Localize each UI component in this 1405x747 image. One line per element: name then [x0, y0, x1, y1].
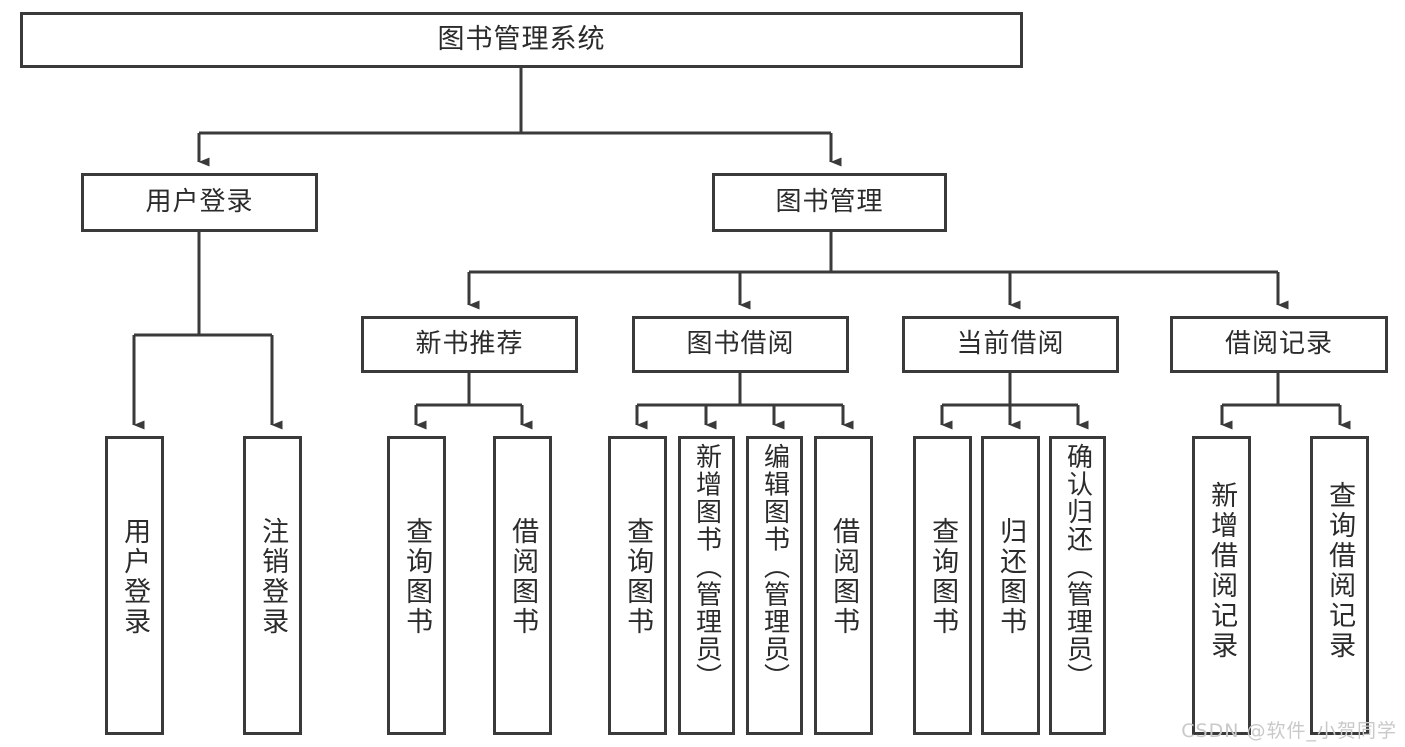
node-borrow-record[interactable]: 借阅记录 [1170, 316, 1388, 373]
leaf-label: 新增图书（管理员） [691, 443, 722, 691]
leaf-add-book-admin[interactable]: 新增图书（管理员） [678, 436, 735, 735]
leaf-return-book[interactable]: 归还图书 [981, 436, 1040, 735]
node-current-borrow[interactable]: 当前借阅 [902, 316, 1119, 373]
leaf-logout[interactable]: 注销登录 [243, 436, 302, 735]
leaf-query-book-2[interactable]: 查询图书 [608, 436, 667, 735]
leaf-borrow-book-2[interactable]: 借阅图书 [814, 436, 873, 735]
leaf-borrow-book-1[interactable]: 借阅图书 [493, 436, 552, 735]
node-new-book-recommend[interactable]: 新书推荐 [361, 316, 578, 373]
leaf-label: 归还图书 [995, 517, 1027, 637]
leaf-label: 用户登录 [119, 517, 151, 637]
leaf-label: 查询图书 [401, 517, 433, 637]
node-book-borrow[interactable]: 图书借阅 [632, 316, 849, 373]
leaf-label: 借阅图书 [828, 517, 860, 637]
leaf-edit-book-admin[interactable]: 编辑图书（管理员） [746, 436, 803, 735]
leaf-query-borrow-record[interactable]: 查询借阅记录 [1310, 436, 1369, 735]
leaf-label: 借阅图书 [507, 517, 539, 637]
node-root-system[interactable]: 图书管理系统 [20, 12, 1023, 68]
leaf-add-borrow-record[interactable]: 新增借阅记录 [1192, 436, 1251, 735]
node-book-management[interactable]: 图书管理 [712, 173, 947, 232]
leaf-label: 查询图书 [622, 517, 654, 637]
leaf-label: 查询图书 [927, 517, 959, 637]
leaf-confirm-return-admin[interactable]: 确认归还（管理员） [1049, 436, 1106, 735]
leaf-label: 注销登录 [257, 517, 289, 637]
leaf-query-book-1[interactable]: 查询图书 [387, 436, 446, 735]
leaf-label: 确认归还（管理员） [1062, 443, 1093, 691]
leaf-label: 编辑图书（管理员） [759, 443, 790, 691]
leaf-query-book-3[interactable]: 查询图书 [913, 436, 972, 735]
leaf-user-login[interactable]: 用户登录 [105, 436, 164, 735]
csdn-watermark: CSDN @软件_小贺同学 [1181, 720, 1397, 742]
leaf-label: 新增借阅记录 [1206, 481, 1238, 661]
node-user-login[interactable]: 用户登录 [81, 173, 318, 232]
leaf-label: 查询借阅记录 [1324, 481, 1356, 661]
